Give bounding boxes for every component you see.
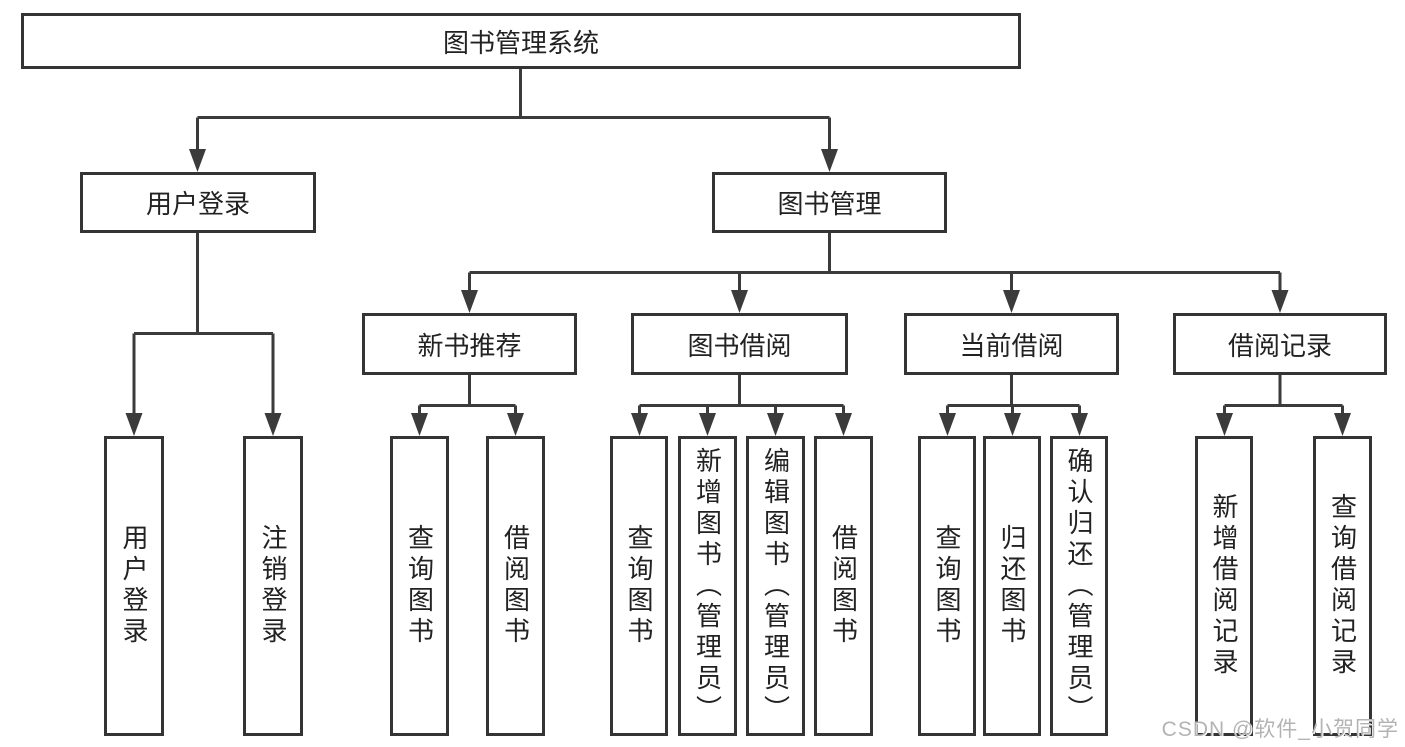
node-library-system: 图书管理系统 [21,13,1021,69]
leaf-edit-book-admin: 编辑图书（管理员） [746,436,805,736]
leaf-query-books-borrowing: 查询图书 [610,436,668,736]
node-current-borrowing: 当前借阅 [904,313,1119,375]
node-label: 新增借阅记录 [1209,493,1239,679]
node-user-login: 用户登录 [80,172,316,233]
node-label: 编辑图书（管理员） [760,446,791,726]
leaf-borrow-books-recommend: 借阅图书 [486,436,545,736]
node-label: 查询图书 [404,524,435,648]
node-label: 借阅图书 [500,524,531,648]
node-label: 借阅记录 [1227,330,1332,361]
node-label: 确认归还（管理员） [1064,446,1094,726]
node-label: 当前借阅 [959,330,1064,361]
leaf-user-login: 用户登录 [104,436,164,736]
leaf-query-borrow-record: 查询借阅记录 [1313,436,1372,736]
node-label: 图书管理系统 [442,27,599,58]
node-book-management: 图书管理 [712,172,947,233]
watermark: CSDN @软件_小贺同学 [1161,718,1399,741]
node-label: 查询借阅记录 [1327,493,1358,679]
node-label: 用户登录 [145,189,250,219]
node-label: 借阅图书 [828,524,859,648]
leaf-confirm-return-admin: 确认归还（管理员） [1050,436,1108,736]
node-new-book-recommendation: 新书推荐 [362,313,577,375]
node-label: 图书借阅 [687,330,792,361]
leaf-add-book-admin: 新增图书（管理员） [678,436,737,736]
node-label: 查询图书 [932,524,962,648]
node-label: 注销登录 [258,524,288,648]
leaf-return-books: 归还图书 [983,436,1041,736]
node-label: 新增图书（管理员） [692,446,723,726]
node-label: 新书推荐 [417,330,522,361]
leaf-query-books-current: 查询图书 [918,436,976,736]
node-label: 查询图书 [624,524,654,648]
node-label: 归还图书 [997,524,1027,648]
node-label: 图书管理 [777,189,882,219]
leaf-query-books-recommend: 查询图书 [390,436,449,736]
node-label: 用户登录 [119,524,149,648]
leaf-add-borrow-record: 新增借阅记录 [1195,436,1253,736]
leaf-logout: 注销登录 [243,436,303,736]
leaf-borrow-books-borrowing: 借阅图书 [814,436,873,736]
node-book-borrowing: 图书借阅 [631,313,848,375]
node-borrowing-records: 借阅记录 [1173,313,1387,375]
